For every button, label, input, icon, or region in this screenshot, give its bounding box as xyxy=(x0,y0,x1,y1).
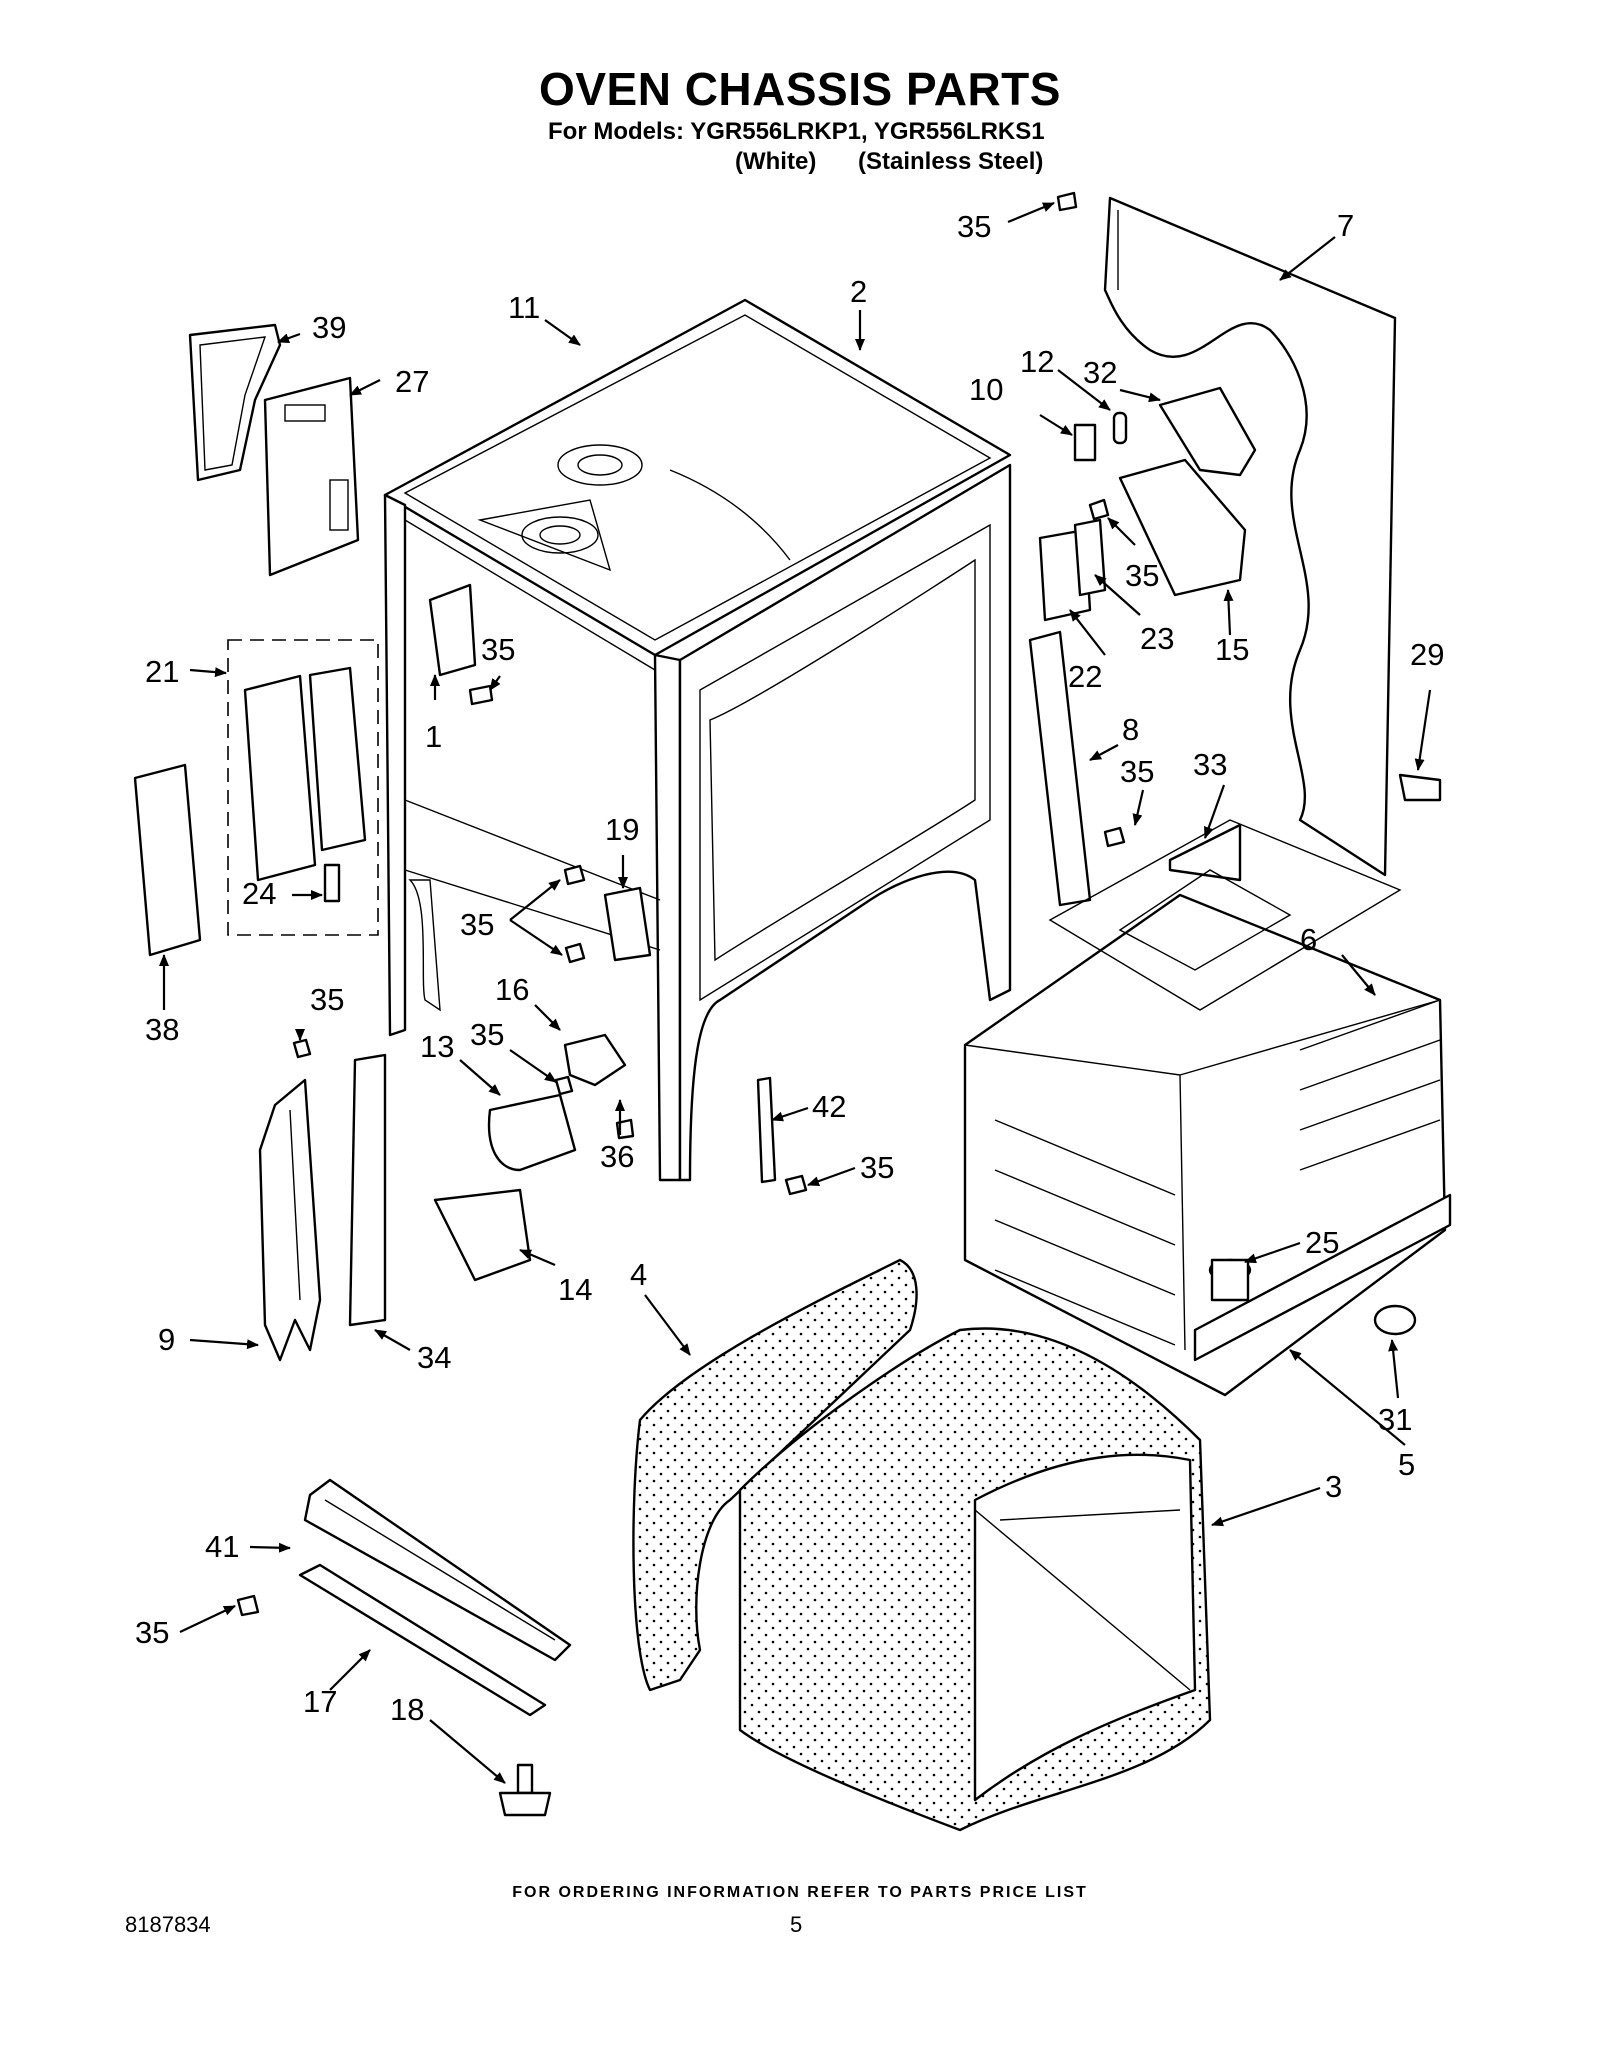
screws-35 xyxy=(236,191,1126,1617)
callout-10: 10 xyxy=(969,372,1003,407)
part-9-side-trim xyxy=(258,1078,322,1362)
ordering-note: FOR ORDERING INFORMATION REFER TO PARTS … xyxy=(512,1884,1088,1901)
callout-12: 12 xyxy=(1020,344,1054,379)
part-32-board xyxy=(1158,386,1257,477)
page-number: 5 xyxy=(790,1912,803,1937)
callout-35: 35 xyxy=(460,907,494,942)
leader-arrows xyxy=(159,201,1432,1784)
callout-21: 21 xyxy=(145,654,179,689)
part-7-back-panel xyxy=(1103,196,1397,877)
part-11-chassis-frame xyxy=(383,463,1012,1182)
callout-42: 42 xyxy=(812,1089,846,1124)
callout-14: 14 xyxy=(558,1272,592,1307)
callout-39: 39 xyxy=(312,310,346,345)
callout-35: 35 xyxy=(481,632,515,667)
part-38-cover xyxy=(133,763,202,957)
callout-24: 24 xyxy=(242,876,276,911)
part-14-bracket xyxy=(433,1188,532,1282)
callout-8: 8 xyxy=(1122,712,1139,747)
part-13-cover xyxy=(487,1093,577,1172)
callout-35: 35 xyxy=(470,1017,504,1052)
callout-9: 9 xyxy=(158,1322,175,1357)
part-2-cooktop-frame xyxy=(383,298,1012,657)
part-19-bracket xyxy=(603,886,652,962)
callout-35: 35 xyxy=(1120,754,1154,789)
part-23-22-bracket xyxy=(1038,518,1107,622)
callout-16: 16 xyxy=(495,972,529,1007)
part-27-panel xyxy=(263,376,360,577)
callout-18: 18 xyxy=(390,1692,424,1727)
callout-31: 31 xyxy=(1378,1402,1412,1437)
callout-15: 15 xyxy=(1215,632,1249,667)
callout-labels: 35 7 39 2 11 27 12 32 10 35 23 15 35 21 … xyxy=(135,208,1444,1727)
callout-5: 5 xyxy=(1398,1447,1415,1482)
part-8-side-rail xyxy=(1028,630,1092,907)
callout-32: 32 xyxy=(1083,355,1117,390)
part-42-strap xyxy=(756,1076,777,1184)
callout-29: 29 xyxy=(1410,637,1444,672)
callout-35: 35 xyxy=(1125,558,1159,593)
part-39-gasket xyxy=(188,323,282,482)
callout-34: 34 xyxy=(417,1340,451,1375)
part-18-leveling-leg xyxy=(498,1763,552,1817)
part-17-rail xyxy=(298,1563,547,1717)
part-10-clip xyxy=(1073,423,1097,462)
part-4-insulation xyxy=(632,1258,918,1692)
callout-35: 35 xyxy=(957,209,991,244)
callout-25: 25 xyxy=(1305,1225,1339,1260)
part-34-trim xyxy=(348,1053,387,1327)
callout-13: 13 xyxy=(420,1029,454,1064)
callout-11: 11 xyxy=(508,290,540,325)
callout-22: 22 xyxy=(1068,659,1102,694)
callout-41: 41 xyxy=(205,1529,239,1564)
callout-19: 19 xyxy=(605,812,639,847)
callout-2: 2 xyxy=(850,274,867,309)
part-21-group xyxy=(227,639,379,936)
variant-stainless-steel: (Stainless Steel) xyxy=(858,148,1044,175)
callout-38: 38 xyxy=(145,1012,179,1047)
callout-6: 6 xyxy=(1300,922,1317,957)
part-12-fuse xyxy=(1112,411,1128,445)
callout-3: 3 xyxy=(1325,1469,1342,1504)
callout-35: 35 xyxy=(135,1615,169,1650)
callout-7: 7 xyxy=(1337,208,1354,243)
callout-33: 33 xyxy=(1193,747,1227,782)
part-15-control-board xyxy=(1118,458,1247,597)
variant-white: (White) xyxy=(735,148,817,175)
callout-35: 35 xyxy=(860,1150,894,1185)
part-33-shield xyxy=(1168,823,1242,882)
callout-4: 4 xyxy=(630,1257,647,1292)
document-number: 8187834 xyxy=(125,1912,211,1937)
part-1-bracket xyxy=(428,583,477,677)
part-3-insulation xyxy=(738,1327,1212,1832)
models-line: For Models: YGR556LRKP1, YGR556LRKS1 xyxy=(548,118,1045,145)
part-31-knob xyxy=(1373,1304,1417,1336)
part-29-knob xyxy=(1398,773,1442,802)
callout-35: 35 xyxy=(310,982,344,1017)
callout-17: 17 xyxy=(303,1684,337,1719)
part-5-oven-cavity xyxy=(963,819,1452,1397)
callout-27: 27 xyxy=(395,364,429,399)
callout-1: 1 xyxy=(425,719,442,754)
part-41-toe-kick xyxy=(303,1478,572,1662)
callout-23: 23 xyxy=(1140,621,1174,656)
part-16-switch xyxy=(563,1033,627,1087)
callout-36: 36 xyxy=(600,1139,634,1174)
page-title: OVEN CHASSIS PARTS xyxy=(539,63,1061,115)
